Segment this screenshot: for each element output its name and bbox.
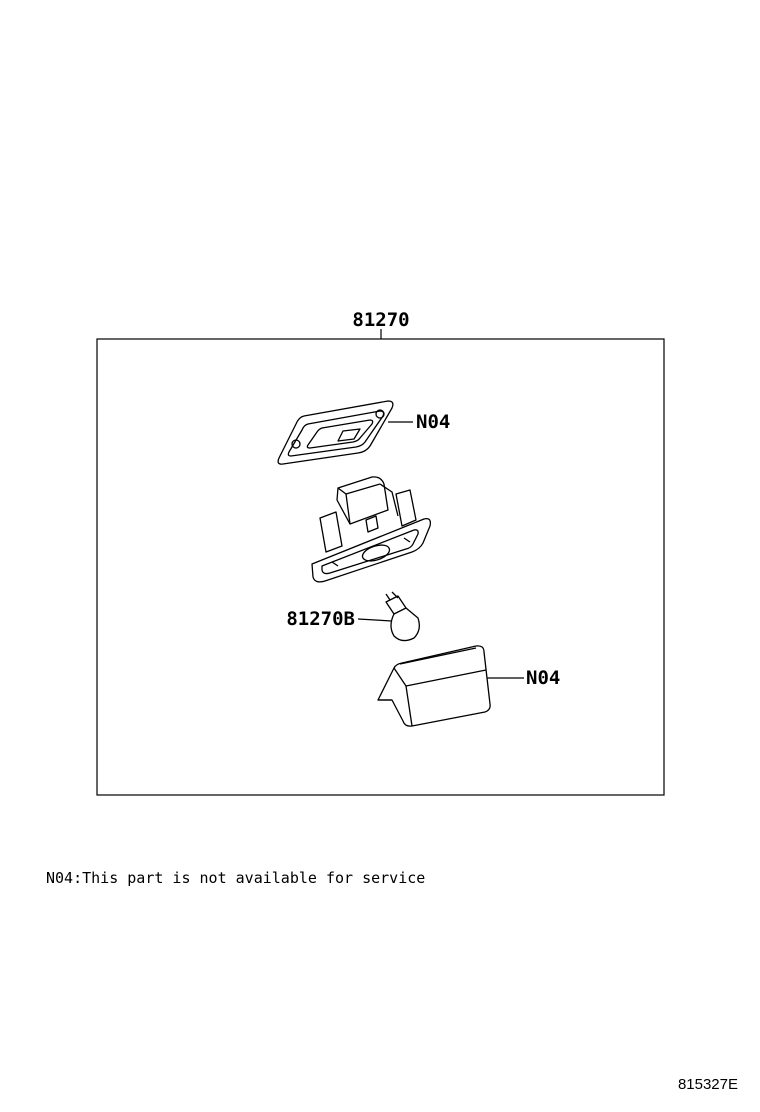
callout-gasket: N04 — [416, 411, 450, 433]
bulb-leader — [357, 618, 393, 622]
callout-assembly: 81270 — [352, 309, 409, 331]
lens-part — [377, 645, 491, 727]
figure-id: 815327E — [677, 1076, 738, 1093]
bulb-part — [385, 591, 420, 642]
housing-part — [311, 476, 432, 583]
service-note: N04:This part is not available for servi… — [46, 869, 426, 887]
gasket-part — [277, 400, 394, 465]
assembly-frame — [96, 338, 665, 796]
callout-lens: N04 — [526, 667, 560, 689]
callout-bulb: 81270B — [286, 608, 355, 630]
